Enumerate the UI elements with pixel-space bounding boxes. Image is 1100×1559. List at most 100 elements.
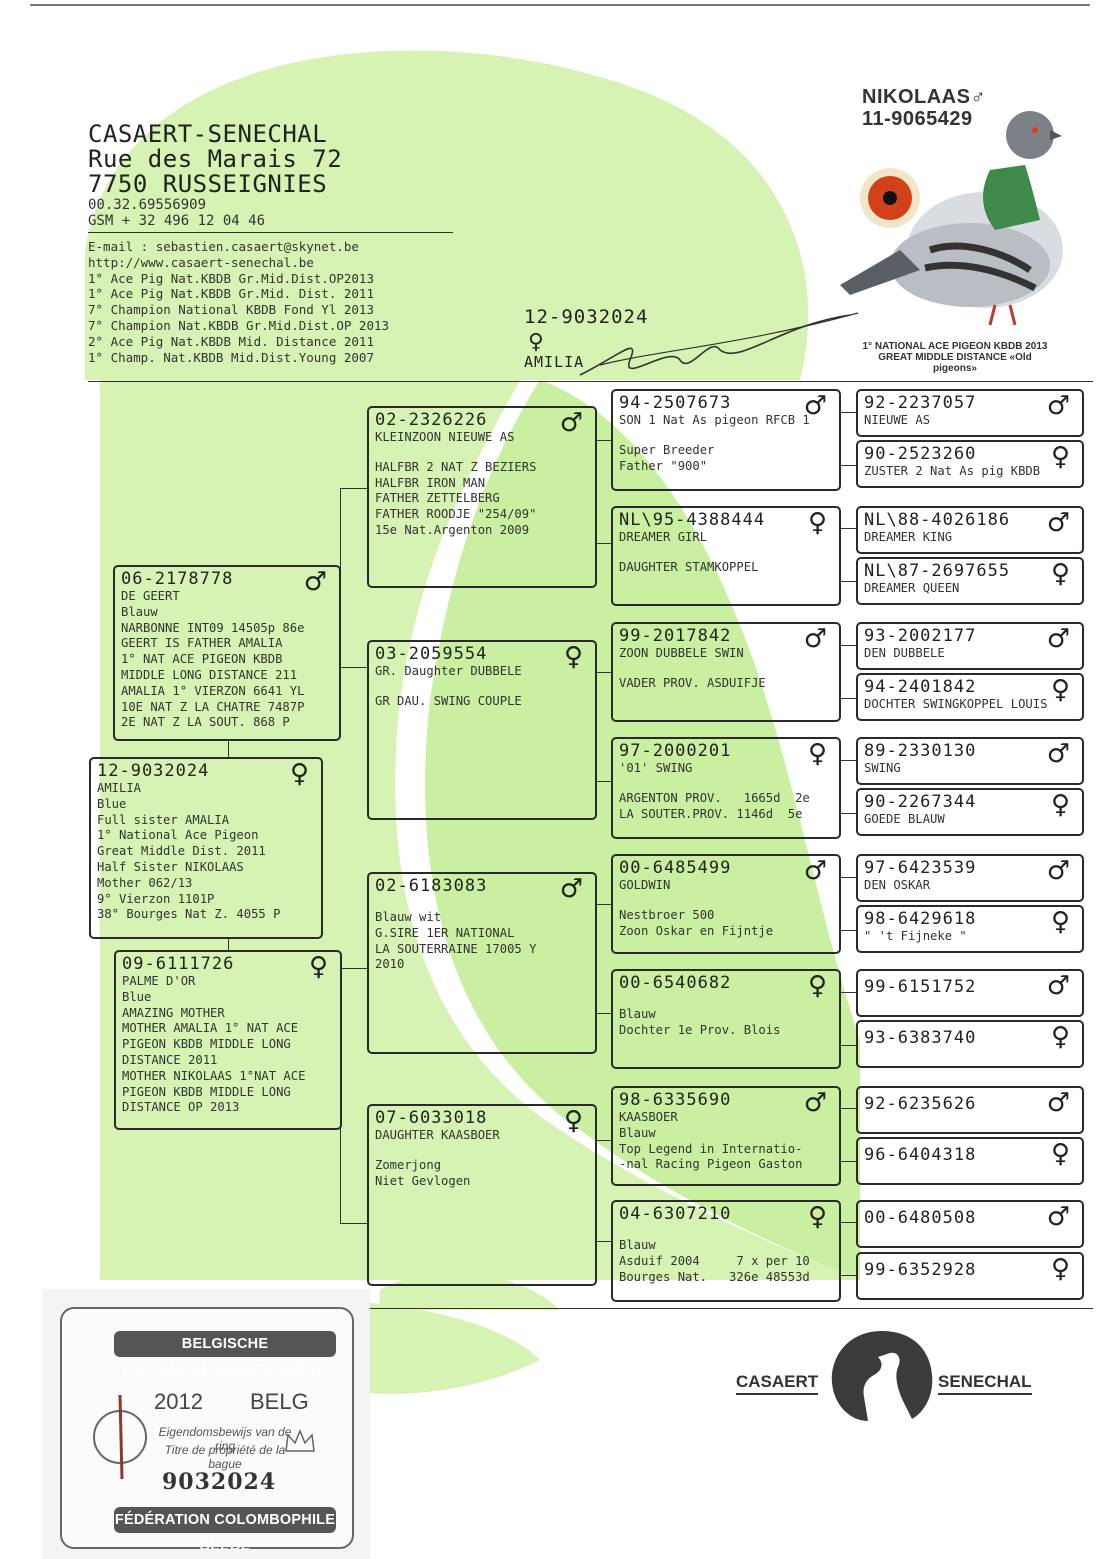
box-spacer xyxy=(619,993,833,1007)
male-icon: ♂ xyxy=(803,391,827,421)
box-line: Asduif 2004 7 x per 10 xyxy=(619,1253,810,1268)
pedigree-box-gen5[interactable]: 00-6480508 ♂ xyxy=(856,1200,1084,1248)
box-line: NARBONNE INT09 14505p 86e xyxy=(121,620,305,635)
box-line: 2010 xyxy=(375,957,405,972)
male-icon: ♂ xyxy=(1046,1202,1070,1232)
male-icon: ♂ xyxy=(559,874,583,904)
pedigree-box-gen5[interactable]: NL\87-2697655 ♀ DREAMER QUEEN xyxy=(856,557,1084,605)
ring-number: 07-6033018 xyxy=(375,1108,488,1128)
card-line: Titre de propriété de la bague xyxy=(164,1443,286,1471)
female-icon: ♀ xyxy=(1050,559,1070,589)
breeder-name: CASAERT-SENECHAL xyxy=(88,120,328,148)
box-line: Blue xyxy=(122,989,152,1004)
pedigree-box-gen4[interactable]: 99-2017842 ♂ ZOON DUBBELE SWIN VADER PRO… xyxy=(611,622,841,722)
pedigree-box-gen3[interactable]: 02-2326226 ♂ KLEINZOON NIEUWE AS HALFBR … xyxy=(367,406,597,588)
box-line: Great Middle Dist. 2011 xyxy=(97,844,266,859)
box-line: GR DAU. SWING COUPLE xyxy=(375,693,522,708)
ring-number: 02-6183083 xyxy=(375,876,488,896)
logo-text-right: SENECHAL xyxy=(938,1372,1032,1395)
male-icon: ♂ xyxy=(803,1088,827,1118)
pedigree-box-gen5[interactable]: NL\88-4026186 ♂ DREAMER KING xyxy=(856,506,1084,554)
box-spacer xyxy=(619,894,833,908)
box-line: DISTANCE 2011 xyxy=(122,1052,218,1067)
male-icon: ♂ xyxy=(803,856,827,886)
pedigree-box-gen5[interactable]: 99-6352928 ♀ xyxy=(856,1252,1084,1300)
pedigree-box-gen4[interactable]: 00-6540682 ♀ Blauw Dochter 1e Prov. Bloi… xyxy=(611,969,841,1069)
box-spacer xyxy=(619,429,833,443)
box-line: LA SOUTERRAINE 17005 Y xyxy=(375,941,537,956)
box-line: 1° NAT ACE PIGEON KBDB xyxy=(121,652,283,667)
pedigree-box-gen5[interactable]: 90-2523260 ♀ ZUSTER 2 Nat As pig KBDB xyxy=(856,440,1084,488)
ring-number: 12-9032024 xyxy=(97,761,210,781)
ring-number: 92-2237057 xyxy=(864,393,977,413)
male-icon: ♂ xyxy=(1046,971,1070,1001)
pedigree-box-gen3[interactable]: 07-6033018 ♀ DAUGHTER KAASBOER Zomerjong… xyxy=(367,1104,597,1286)
box-line: Blauw xyxy=(619,1238,656,1252)
ring-number: 96-6404318 xyxy=(864,1145,977,1165)
pedigree-box-gen3[interactable]: 02-6183083 ♂ Blauw wit G.SIRE 1ER NATION… xyxy=(367,872,597,1054)
box-line: DEN OSKAR xyxy=(864,878,931,892)
featured-caption-line: 1° NATIONAL ACE PIGEON KBDB 2013 xyxy=(862,341,1048,352)
pedigree-box-gen5[interactable]: 93-6383740 ♀ xyxy=(856,1020,1084,1068)
female-icon: ♀ xyxy=(563,642,583,672)
logo-text-left: CASAERT xyxy=(736,1372,819,1395)
achievement: 7° Champion Nat.KBDB Gr.Mid.Dist.OP 2013 xyxy=(88,317,390,333)
connector xyxy=(340,488,369,668)
pedigree-box-gen5[interactable]: 99-6151752 ♂ xyxy=(856,969,1084,1017)
box-line: ARGENTON PROV. 1665d 2e xyxy=(619,790,810,805)
pedigree-box-gen5[interactable]: 96-6404318 ♀ xyxy=(856,1137,1084,1185)
box-line: Blauw xyxy=(121,604,158,619)
ring-number: 00-6480508 xyxy=(864,1208,977,1228)
box-line: 38° Bourges Nat Z. 4055 P xyxy=(97,907,281,922)
box-line: 2E NAT Z LA SOUT. 868 P xyxy=(121,715,290,730)
pedigree-box-gen4[interactable]: 98-6335690 ♂ KAASBOER Blauw Top Legend i… xyxy=(611,1086,841,1186)
box-line: 15e Nat.Argenton 2009 xyxy=(375,522,530,537)
box-line: KLEINZOON NIEUWE AS xyxy=(375,430,515,444)
male-icon: ♂ xyxy=(1046,508,1070,538)
pedigree-box-gen4[interactable]: 00-6485499 ♂ GOLDWIN Nestbroer 500 Zoon … xyxy=(611,854,841,954)
box-line: AMAZING MOTHER xyxy=(122,1005,225,1020)
male-icon: ♂ xyxy=(1046,739,1070,769)
box-line: Dochter 1e Prov. Blois xyxy=(619,1022,781,1037)
ring-number: 93-2002177 xyxy=(864,626,977,646)
pedigree-box-gen5[interactable]: 98-6429618 ♀ " 't Fijneke " xyxy=(856,905,1084,953)
box-line: Blauw wit xyxy=(375,910,442,924)
male-icon: ♂ xyxy=(1046,391,1070,421)
achievement: 7° Champion National KBDB Fond Yl 2013 xyxy=(88,302,374,318)
pedigree-box-gen5[interactable]: 93-2002177 ♂ DEN DUBBELE xyxy=(856,622,1084,670)
box-spacer xyxy=(375,896,589,910)
card-year: 2012 xyxy=(154,1389,203,1414)
pedigree-box-gen5[interactable]: 89-2330130 ♂ SWING xyxy=(856,737,1084,785)
ring-number: 00-6485499 xyxy=(619,858,732,878)
ring-number: NL\88-4026186 xyxy=(864,510,1011,530)
pedigree-box-gen4[interactable]: 94-2507673 ♂ SON 1 Nat As pigeon RFCB 1 … xyxy=(611,389,841,491)
breeder-email[interactable]: E-mail : sebastien.casaert@skynet.be xyxy=(88,239,359,254)
male-icon: ♂ xyxy=(303,567,327,597)
ring-number: 98-6429618 xyxy=(864,909,977,929)
female-icon: ♀ xyxy=(1050,1139,1070,1169)
pedigree-box-subject[interactable]: 12-9032024 ♀ AMILIA Blue Full sister AMA… xyxy=(89,757,323,939)
pedigree-box-gen5[interactable]: 90-2267344 ♀ GOEDE BLAUW xyxy=(856,788,1084,836)
pedigree-box-dam[interactable]: 09-6111726 ♀ PALME D'OR Blue AMAZING MOT… xyxy=(114,950,342,1130)
breeder-phone: 00.32.69556909 xyxy=(88,197,207,213)
ring-number: 09-6111726 xyxy=(122,954,235,974)
pedigree-box-gen5[interactable]: 94-2401842 ♀ DOCHTER SWINGKOPPEL LOUIS xyxy=(856,673,1084,721)
box-line: GOEDE BLAUW xyxy=(864,812,945,826)
pedigree-box-gen4[interactable]: NL\95-4388444 ♀ DREAMER GIRL DAUGHTER ST… xyxy=(611,506,841,606)
connector xyxy=(228,740,229,757)
featured-name: NIKOLAAS♂ xyxy=(862,86,986,108)
pedigree-box-sire[interactable]: 06-2178778 ♂ DE GEERT Blauw NARBONNE INT… xyxy=(113,565,341,741)
pedigree-box-gen4[interactable]: 97-2000201 ♀ '01' SWING ARGENTON PROV. 1… xyxy=(611,737,841,839)
card-frame: BELGISCHE DUIVENLIEFHEBBERSBOND 2012 BEL… xyxy=(60,1307,354,1554)
pedigree-box-gen4[interactable]: 04-6307210 ♀ Blauw Asduif 2004 7 x per 1… xyxy=(611,1200,841,1302)
box-line: 9° Vierzon 1101P xyxy=(97,891,215,906)
box-line: AMALIA 1° VIERZON 6641 YL xyxy=(121,683,305,698)
pedigree-box-gen5[interactable]: 92-2237057 ♂ NIEUWE AS xyxy=(856,389,1084,437)
ring-number: 99-2017842 xyxy=(619,626,732,646)
ring-ownership-card: BELGISCHE DUIVENLIEFHEBBERSBOND 2012 BEL… xyxy=(42,1289,370,1559)
breeder-website[interactable]: http://www.casaert-senechal.be xyxy=(88,254,314,270)
pedigree-box-gen5[interactable]: 92-6235626 ♂ xyxy=(856,1086,1084,1134)
box-spacer xyxy=(375,1144,589,1158)
pedigree-box-gen3[interactable]: 03-2059554 ♀ GR. Daughter DUBBELE GR DAU… xyxy=(367,640,597,820)
pedigree-box-gen5[interactable]: 97-6423539 ♂ DEN OSKAR xyxy=(856,854,1084,902)
